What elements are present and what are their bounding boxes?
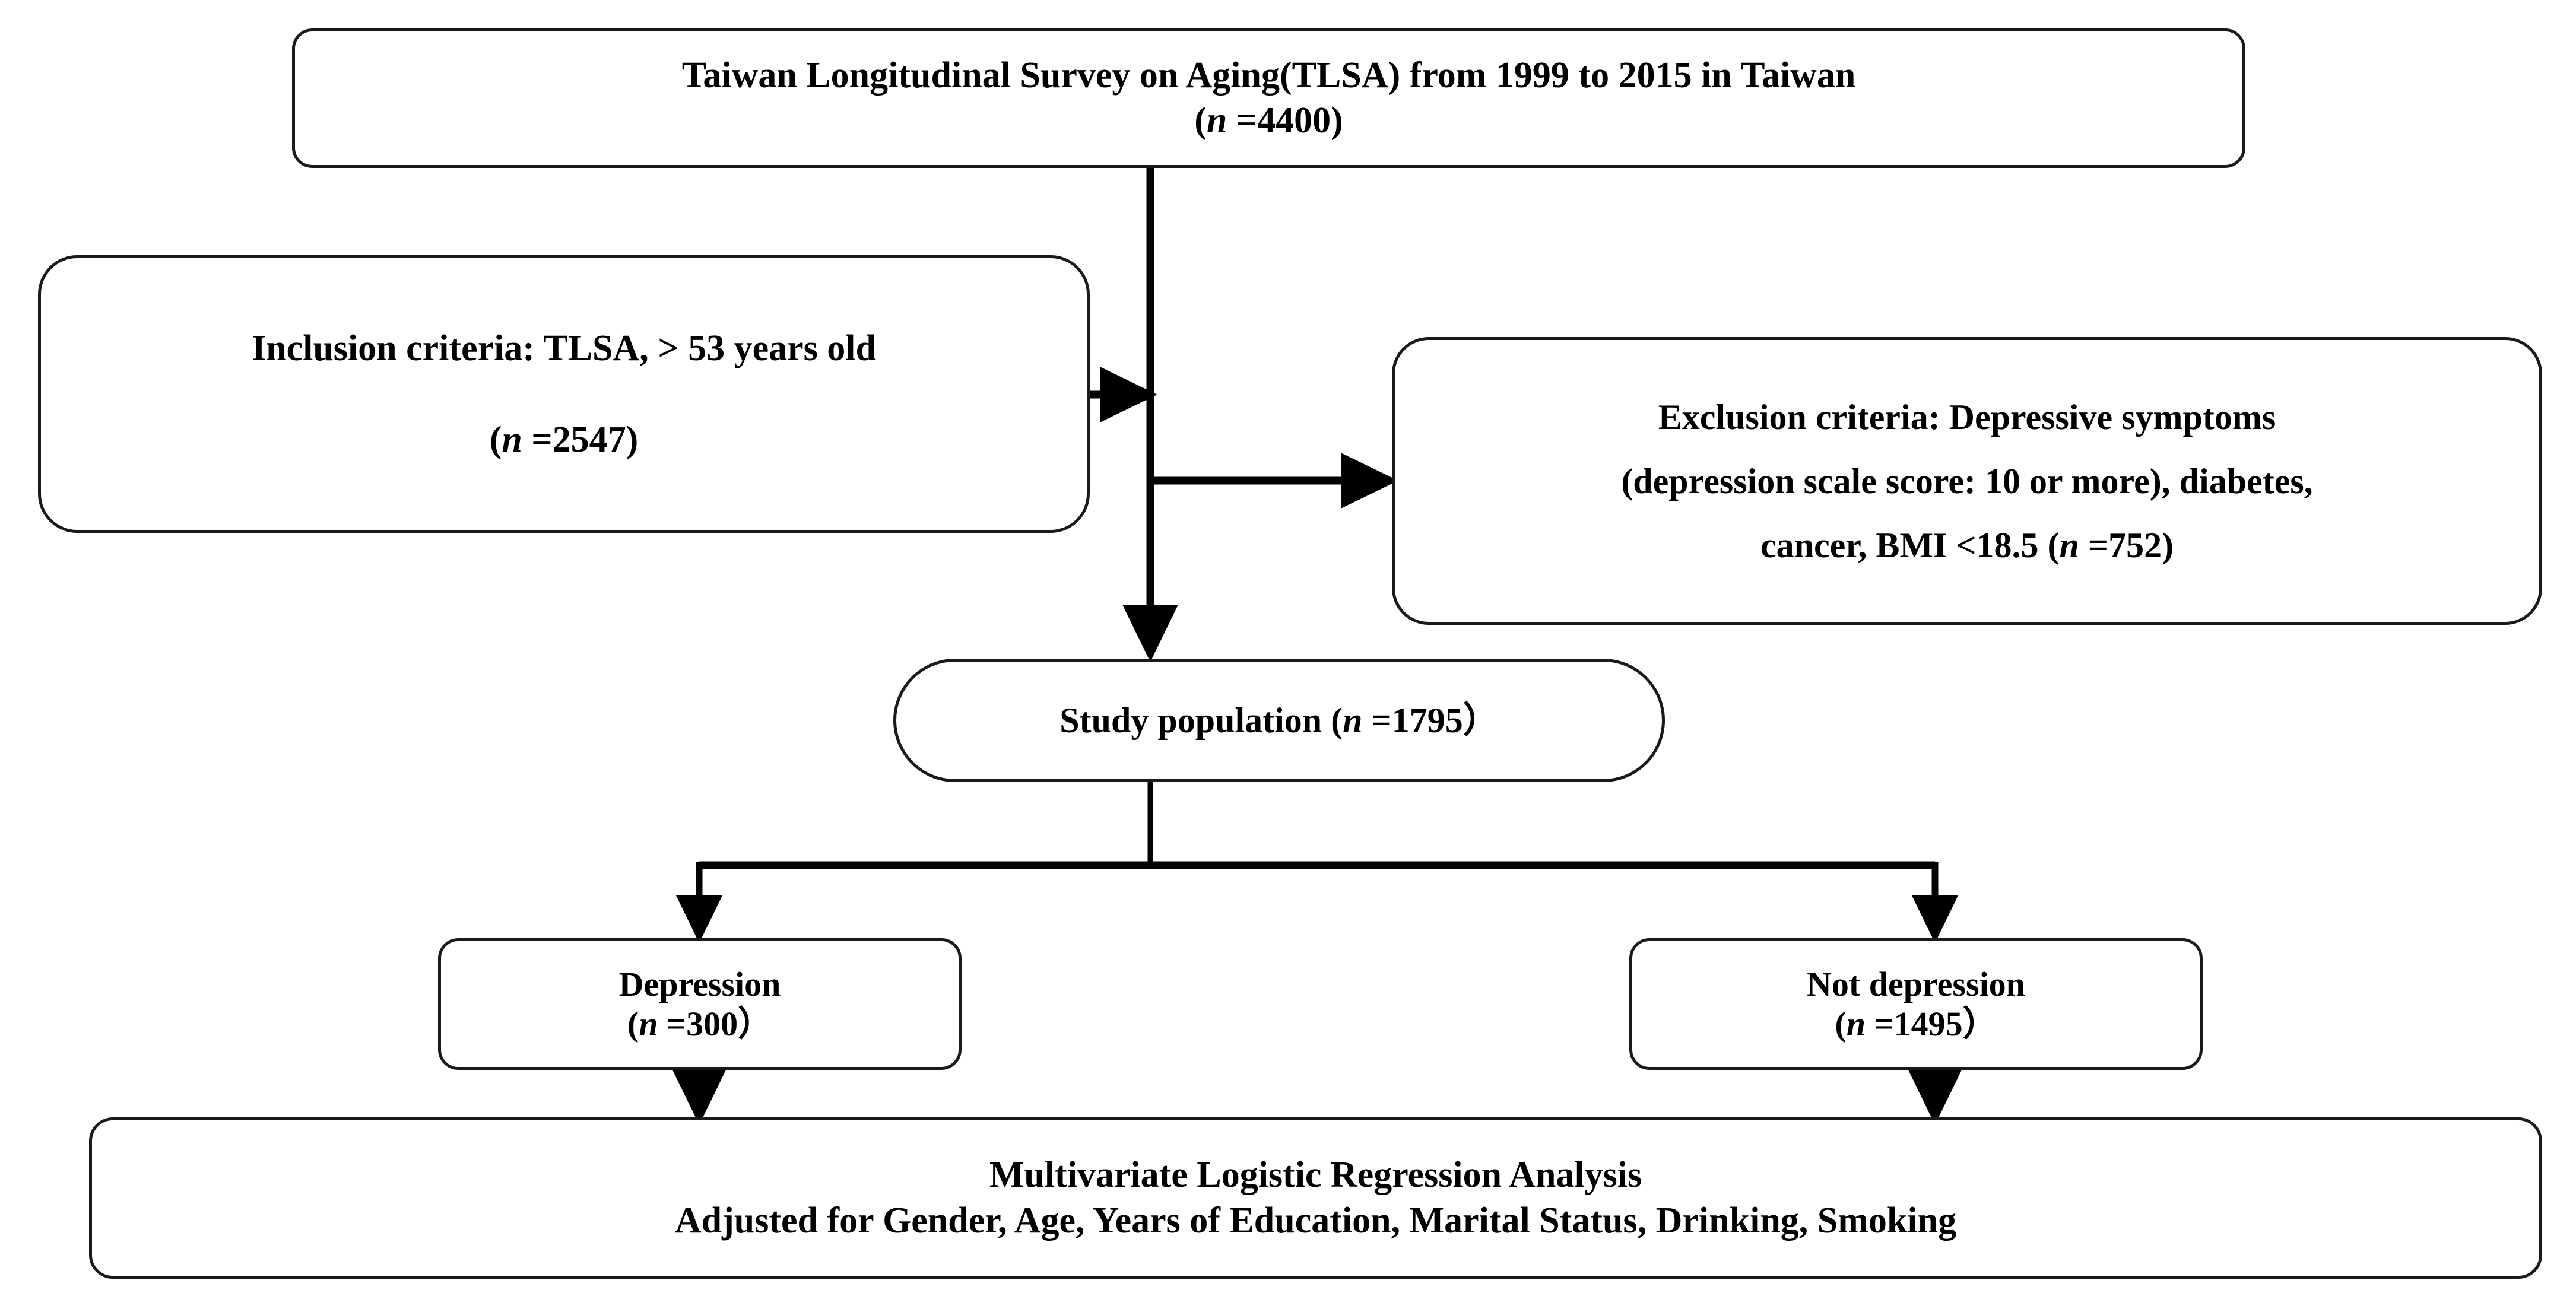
analysis-box: Multivariate Logistic Regression Analysi… <box>89 1117 2542 1279</box>
study-population-label: Study population (n =1795） <box>1059 701 1499 740</box>
data-source-line-1: Taiwan Longitudinal Survey on Aging(TLSA… <box>681 55 1856 96</box>
analysis-method-label: Multivariate Logistic Regression Analysi… <box>989 1154 1642 1195</box>
inclusion-criteria-box: Inclusion criteria: TLSA, > 53 years old… <box>38 255 1090 533</box>
depression-group-label: Depression <box>618 964 781 1003</box>
exclusion-criteria-box: Exclusion criteria: Depressive symptoms … <box>1392 337 2542 625</box>
exclusion-criteria-line-1: Exclusion criteria: Depressive symptoms <box>1658 397 2276 437</box>
inclusion-criteria-text: Inclusion criteria: TLSA, > 53 years old <box>251 328 877 368</box>
data-source-box: Taiwan Longitudinal Survey on Aging(TLSA… <box>292 28 2245 168</box>
analysis-adjustment-label: Adjusted for Gender, Age, Years of Educa… <box>674 1200 1957 1241</box>
exclusion-criteria-line-2: (depression scale score: 10 or more), di… <box>1621 461 2313 501</box>
study-population-box: Study population (n =1795） <box>893 659 1665 782</box>
depression-group-box: Depression (n =300） <box>438 938 962 1070</box>
connector-study-split <box>699 782 1935 869</box>
inclusion-sample-size: (n =2547) <box>489 420 639 460</box>
exclusion-criteria-line-3: cancer, BMI <18.5 (n =752) <box>1760 525 2174 565</box>
not-depression-group-sample-size: (n =1495） <box>1835 1005 1997 1043</box>
not-depression-group-box: Not depression (n =1495） <box>1629 938 2203 1070</box>
data-source-sample-size: (n =4400) <box>1194 100 1343 141</box>
depression-group-sample-size: (n =300） <box>627 1005 773 1043</box>
not-depression-group-label: Not depression <box>1807 964 2025 1003</box>
